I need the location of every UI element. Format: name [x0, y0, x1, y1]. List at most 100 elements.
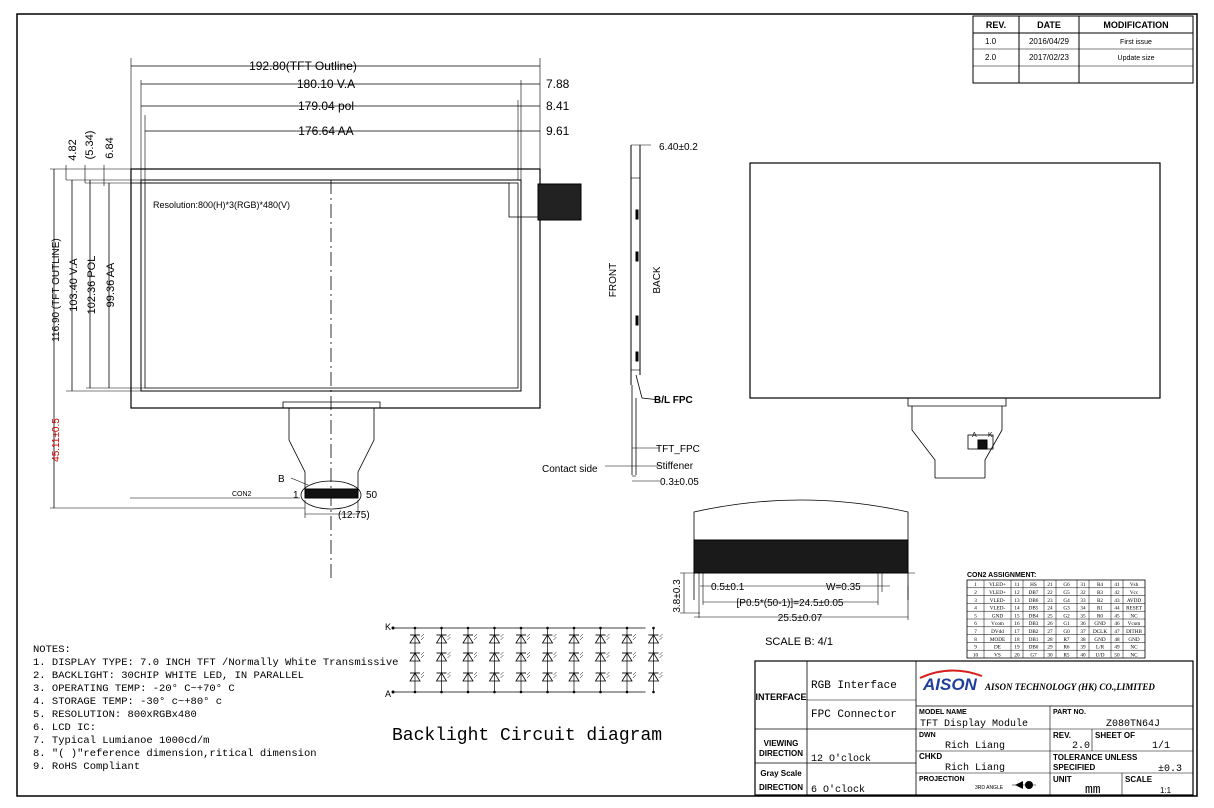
- front-view: [50, 58, 582, 580]
- con2-cell: 47: [1114, 629, 1120, 635]
- con2-cell: R7: [1063, 637, 1069, 643]
- led-diode-icon: [435, 652, 448, 662]
- con2-cell: 3: [974, 598, 977, 604]
- a-terminal: [391, 690, 395, 694]
- rev-1: 1.0: [985, 37, 997, 46]
- model-name-label: MODEL NAME: [919, 709, 967, 716]
- dim-va-width: 180.10 V.A: [297, 77, 355, 91]
- led-diode-icon: [541, 652, 554, 662]
- junction-dot: [599, 690, 602, 694]
- led-emission-arrow: [659, 654, 663, 659]
- led-diode-icon: [515, 652, 527, 662]
- viewing-direction: 12 O'clock: [811, 753, 871, 765]
- junction-dot: [519, 690, 523, 694]
- con2-cell: HS: [1030, 582, 1037, 588]
- led-diode-icon: [462, 672, 474, 682]
- led-diode-icon: [594, 634, 607, 644]
- dim-6-84: 6.84: [104, 137, 116, 158]
- led-emission-arrow: [500, 654, 504, 659]
- led-emission-arrow: [526, 633, 531, 638]
- pin-1-label: 1: [293, 490, 299, 501]
- junction-dot: [440, 626, 443, 630]
- rev-2: 2.0: [985, 53, 997, 62]
- date-2: 2017/02/23: [1029, 53, 1070, 62]
- led-emission-arrow: [579, 651, 584, 656]
- con2-cell: 35: [1080, 613, 1086, 619]
- led-emission-arrow: [579, 633, 584, 638]
- con2-cell: G6: [1063, 582, 1070, 588]
- junction-dot: [625, 626, 629, 630]
- con2-cell: DB3: [1029, 621, 1039, 627]
- con2-cell: 41: [1114, 582, 1120, 588]
- drawing-border: [16, 13, 1198, 797]
- front-view-labels: 192.80(TFT Outline) 180.10 V.A 179.04 po…: [51, 59, 570, 521]
- revision-table: REV. DATE MODIFICATION 1.0 2016/04/29 Fi…: [972, 15, 1194, 84]
- dim-aa-width: 176.64 AA: [298, 124, 353, 138]
- pin-50-label: 50: [366, 490, 378, 501]
- led-emission-arrow: [553, 671, 557, 676]
- led-emission-arrow: [500, 651, 504, 656]
- led-emission-arrow: [606, 636, 610, 641]
- led-emission-arrow: [500, 671, 504, 676]
- led-emission-arrow: [447, 671, 451, 676]
- con2-cell: G5: [1063, 590, 1070, 596]
- led-diode-icon: [568, 672, 580, 682]
- con2-cell: DB1: [1029, 637, 1039, 643]
- junction-dot: [519, 626, 523, 630]
- con2-cell: 20: [1014, 652, 1020, 658]
- con2-cell: 2: [974, 590, 977, 596]
- led-diode-icon: [409, 652, 421, 662]
- led-emission-arrow: [447, 633, 451, 638]
- led-emission-arrow: [659, 671, 663, 676]
- con2-cell: DITHB: [1126, 629, 1142, 635]
- con2-cell: G4: [1063, 598, 1070, 604]
- con2-cell: RESET: [1126, 606, 1143, 612]
- con2-cell: 17: [1014, 629, 1020, 635]
- con2-cell: G1: [1063, 621, 1070, 627]
- unit-label: UNIT: [1053, 775, 1072, 784]
- stiffener-label: Stiffener: [656, 461, 694, 472]
- led-emission-arrow: [553, 651, 557, 656]
- fpc-connector-strip: [537, 183, 582, 221]
- logo-swoosh: [919, 669, 983, 679]
- junction-dot: [413, 690, 417, 694]
- junction-dot: [466, 626, 470, 630]
- led-emission-arrow: [579, 654, 584, 659]
- con2-cell: 31: [1080, 582, 1086, 588]
- junction-dot: [625, 690, 629, 694]
- company-name: AISON TECHNOLOGY (HK) CO.,LIMITED: [984, 682, 1155, 692]
- contact-side-label: Contact side: [542, 464, 598, 475]
- notes: NOTES: 1. DISPLAY TYPE: 7.0 INCH TFT /No…: [33, 644, 398, 773]
- con2-cell: 10: [973, 652, 979, 658]
- dim-tft-outline-width: 192.80(TFT Outline): [249, 59, 357, 73]
- rev-label: REV.: [1053, 731, 1071, 740]
- dim-va-height: 103.40 V.A: [68, 258, 80, 312]
- backlight-circuit: [391, 626, 663, 694]
- dim-tft-outline-height: 116.90 (TFT OUTLINE): [51, 238, 62, 342]
- con2-cell: VS: [994, 652, 1001, 658]
- led-emission-arrow: [420, 651, 425, 656]
- led-emission-arrow: [606, 633, 610, 638]
- con2-cell: 24: [1047, 606, 1053, 612]
- side-view-labels: 6.40±0.2 FRONT BACK B/L FPC TFT_FPC Cont…: [542, 142, 700, 488]
- dim-7-88: 7.88: [546, 77, 570, 91]
- sheet-label: SHEET OF: [1095, 731, 1135, 740]
- con2-cell: 15: [1014, 613, 1020, 619]
- con2-cell: 29: [1047, 645, 1053, 651]
- con2-cell: Vcc: [1130, 590, 1139, 596]
- con2-cell: 40: [1080, 652, 1086, 658]
- led-diode-icon: [488, 672, 501, 682]
- contact-pads-detail: [693, 539, 909, 574]
- led-diode-icon: [515, 634, 527, 644]
- con2-cell: R2: [1097, 598, 1103, 604]
- led-emission-arrow: [473, 651, 478, 656]
- con2-cell: GND: [1094, 637, 1105, 643]
- led-diode-icon: [435, 672, 448, 682]
- con2-cell: MODE: [990, 637, 1005, 643]
- cathode-label: K: [988, 432, 993, 439]
- con2-cell: 48: [1114, 637, 1120, 643]
- con2-cell: 38: [1080, 637, 1086, 643]
- notes-title: NOTES:: [33, 644, 71, 656]
- led-emission-arrow: [473, 654, 478, 659]
- led-emission-arrow: [553, 633, 557, 638]
